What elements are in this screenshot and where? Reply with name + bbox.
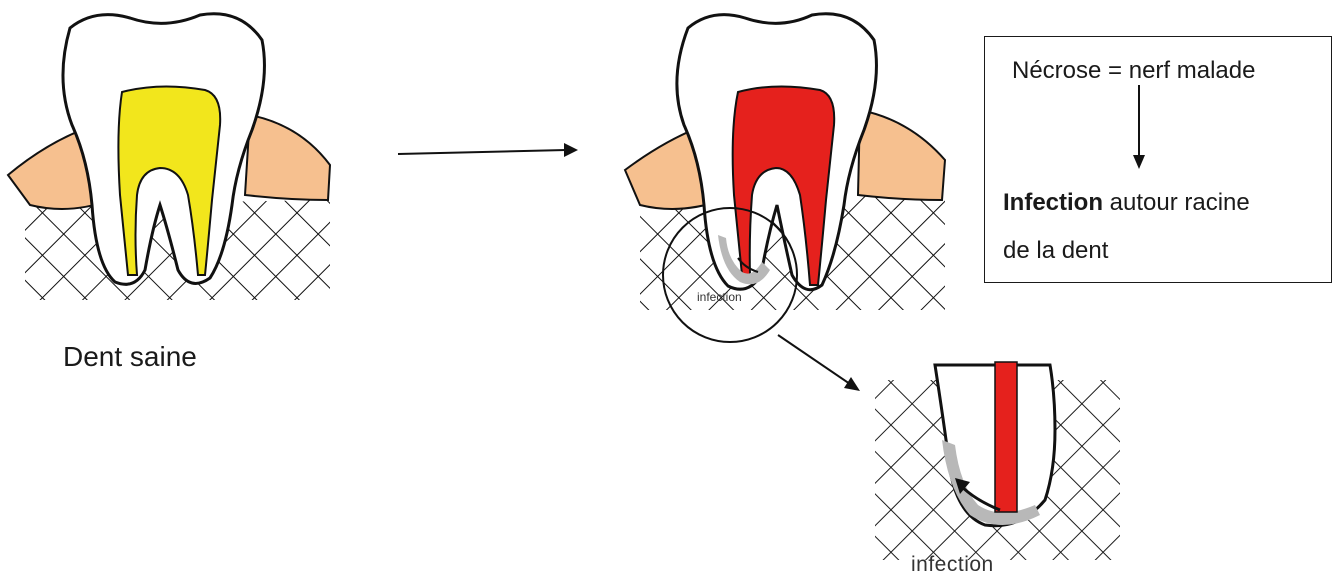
gum (858, 110, 945, 200)
infection-label: infection (697, 290, 742, 304)
healthy-tooth-label: Dent saine (63, 341, 197, 373)
healthy-tooth (8, 14, 330, 300)
necrotic-pulp (995, 362, 1017, 512)
infection-zoom-label: infection (911, 553, 994, 577)
progression-arrow (398, 143, 578, 157)
infection-statement: Infection autour racine (1003, 189, 1250, 217)
zoomed-root (875, 360, 1120, 560)
necrotic-tooth (625, 14, 945, 310)
infection-keyword: Infection (1003, 189, 1103, 216)
gum (245, 115, 330, 200)
zoom-arrow (778, 335, 860, 391)
down-arrow-icon (1133, 81, 1153, 171)
explanation-box: Nécrose = nerf malade Infection autour r… (984, 36, 1332, 283)
infection-statement-rest: autour racine (1103, 189, 1250, 216)
infection-statement-cont: de la dent (1003, 237, 1108, 265)
